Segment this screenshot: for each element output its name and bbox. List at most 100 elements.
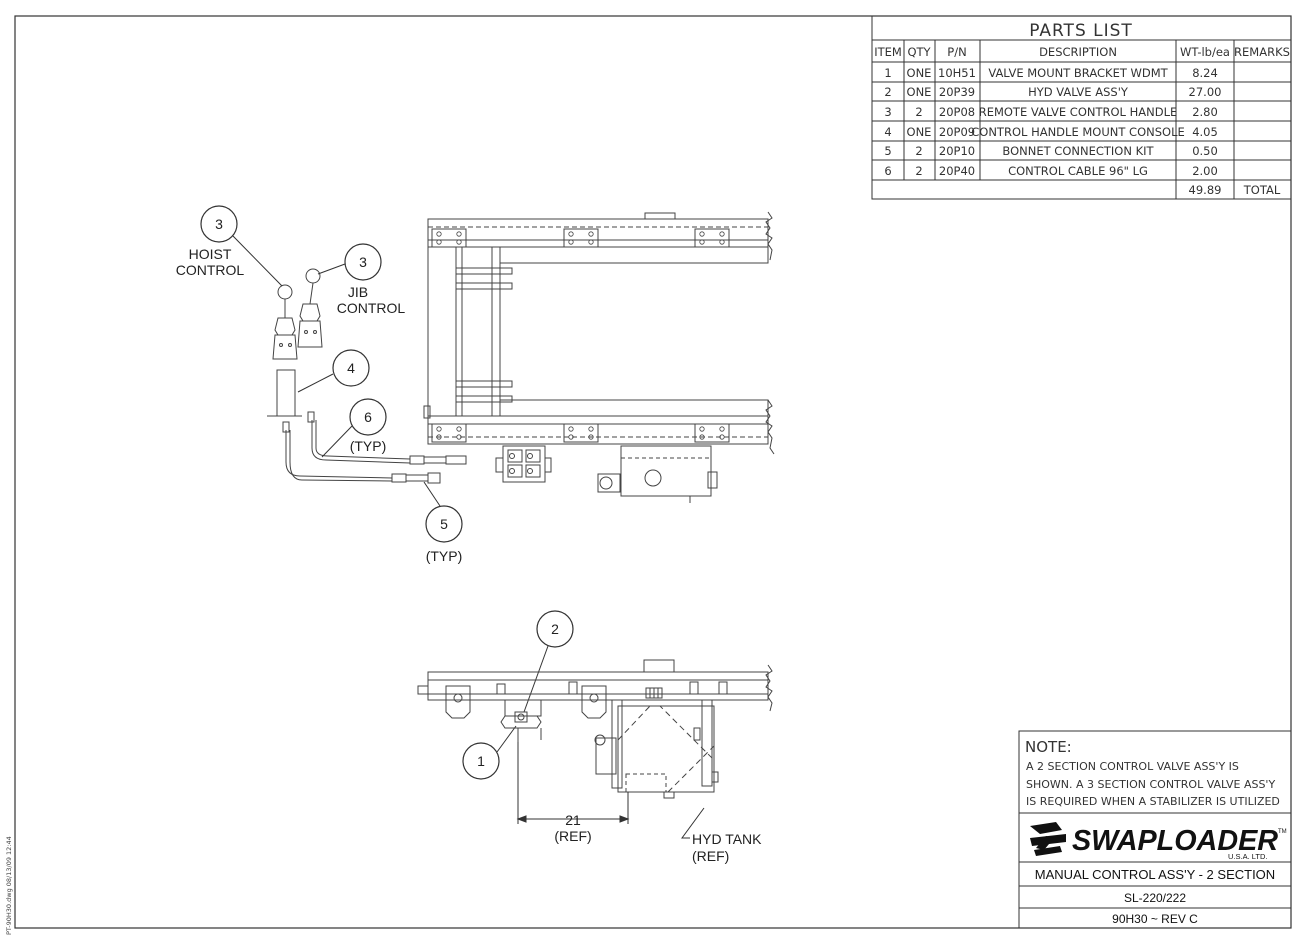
row-6-weight: 2.00 <box>1192 164 1218 178</box>
header-remarks: REMARKS <box>1234 45 1290 59</box>
note-heading: NOTE: <box>1025 738 1072 756</box>
hydraulic-valve-top-view <box>495 445 552 483</box>
row-4-qty: ONE <box>907 125 932 139</box>
row-3-item: 3 <box>884 105 891 119</box>
frame-bolts <box>436 231 725 440</box>
balloon-console <box>332 349 370 387</box>
brand-tm: TM <box>1278 829 1287 835</box>
row-2-qty: ONE <box>907 85 932 99</box>
drawing-number: 90H30 ~ REV C <box>1112 912 1198 926</box>
row-4-pn: 20P09 <box>939 125 975 139</box>
balloon-cable <box>349 398 387 436</box>
control-cables <box>282 411 467 484</box>
cable-number: 6 <box>364 409 372 425</box>
row-6-description: CONTROL CABLE 96" LG <box>1008 164 1148 178</box>
title-block-text: SWAPLOADER TM U.S.A. LTD. MANUAL CONTROL… <box>1035 825 1287 926</box>
row-2-weight: 27.00 <box>1189 85 1222 99</box>
header-qty: QTY <box>907 45 931 59</box>
header-description: DESCRIPTION <box>1039 45 1117 59</box>
row-5-item: 5 <box>884 144 891 158</box>
valve-side-view <box>500 699 542 742</box>
cable-typ: (TYP) <box>350 438 387 454</box>
balloon-bracket <box>462 742 500 780</box>
parts-list-table <box>871 15 1292 200</box>
parts-list-text: PARTS LIST ITEM QTY P/N DESCRIPTION WT-l… <box>874 21 1290 197</box>
total-label: TOTAL <box>1243 183 1281 197</box>
brand-subtitle: U.S.A. LTD. <box>1228 852 1267 861</box>
swaploader-logo-icon <box>1030 822 1066 856</box>
bracket-number: 1 <box>477 753 485 769</box>
row-1-qty: ONE <box>907 66 932 80</box>
row-5-pn: 20P10 <box>939 144 975 158</box>
header-weight: WT-lb/ea <box>1180 45 1230 59</box>
sheet-border <box>14 15 1292 929</box>
row-6-pn: 20P40 <box>939 164 975 178</box>
callout-balloons <box>200 205 574 780</box>
model-number: SL-220/222 <box>1124 891 1186 905</box>
note-text: NOTE: A 2 SECTION CONTROL VALVE ASS'Y IS… <box>1025 738 1280 808</box>
balloon-valve <box>536 610 574 648</box>
file-stamp: PT-90H30.dwg 08/13/09 12:44 <box>5 836 13 935</box>
drawing-title: MANUAL CONTROL ASS'Y - 2 SECTION <box>1035 867 1275 882</box>
row-1-pn: 10H51 <box>938 66 976 80</box>
total-weight: 49.89 <box>1189 183 1222 197</box>
hyd-tank-side-view <box>594 687 719 799</box>
tank-label-2: (REF) <box>692 848 729 864</box>
title-block <box>1018 812 1292 929</box>
row-3-weight: 2.80 <box>1192 105 1218 119</box>
hydraulic-tank-top-view <box>597 445 718 503</box>
frame-top-view <box>423 211 775 455</box>
console-number: 4 <box>347 360 355 376</box>
frame-side-view <box>417 659 773 719</box>
control-console <box>267 369 302 417</box>
row-4-item: 4 <box>884 125 891 139</box>
row-5-weight: 0.50 <box>1192 144 1218 158</box>
row-5-description: BONNET CONNECTION KIT <box>1002 144 1154 158</box>
row-1-description: VALVE MOUNT BRACKET WDMT <box>988 66 1168 80</box>
note-line-3: IS REQUIRED WHEN A STABILIZER IS UTILIZE… <box>1026 795 1280 808</box>
tank-label-1: HYD TANK <box>692 831 762 847</box>
parts-list-title: PARTS LIST <box>1029 21 1133 41</box>
note-line-1: A 2 SECTION CONTROL VALVE ASS'Y IS <box>1026 760 1239 773</box>
row-1-item: 1 <box>884 66 891 80</box>
callout-labels: HOIST CONTROL JIB CONTROL (TYP) (TYP) <box>176 246 463 564</box>
jib-number: 3 <box>359 254 367 270</box>
balloon-bonnet <box>425 505 463 543</box>
bonnet-number: 5 <box>440 516 448 532</box>
header-pn: P/N <box>947 45 966 59</box>
brand-name: SWAPLOADER <box>1072 825 1278 857</box>
hoist-control-handle <box>272 284 298 360</box>
dimension-text: 21 (REF) <box>554 812 591 844</box>
row-3-qty: 2 <box>915 105 922 119</box>
row-2-item: 2 <box>884 85 891 99</box>
note-line-2: SHOWN. A 3 SECTION CONTROL VALVE ASS'Y <box>1026 778 1275 791</box>
jib-label-2: CONTROL <box>337 300 406 316</box>
dimension-21 <box>516 742 630 824</box>
bonnet-typ: (TYP) <box>426 548 463 564</box>
row-5-qty: 2 <box>915 144 922 158</box>
row-1-weight: 8.24 <box>1192 66 1218 80</box>
row-6-qty: 2 <box>915 164 922 178</box>
jib-control-handle <box>297 268 323 348</box>
row-3-description: REMOTE VALVE CONTROL HANDLE <box>979 105 1178 119</box>
hoist-label-2: CONTROL <box>176 262 245 278</box>
tank-label: HYD TANK (REF) <box>692 831 762 864</box>
row-6-item: 6 <box>884 164 891 178</box>
hoist-label-1: HOIST <box>189 246 232 262</box>
hoist-number: 3 <box>215 216 223 232</box>
leader-lines <box>232 235 705 839</box>
row-4-description: CONTROL HANDLE MOUNT CONSOLE <box>971 125 1185 139</box>
jib-label-1: JIB <box>348 284 368 300</box>
row-2-pn: 20P39 <box>939 85 975 99</box>
row-2-description: HYD VALVE ASS'Y <box>1028 85 1129 99</box>
balloon-numbers: 3 3 4 6 5 2 1 <box>215 216 559 769</box>
dimension-value: 21 <box>565 812 581 828</box>
row-4-weight: 4.05 <box>1192 125 1218 139</box>
row-3-pn: 20P08 <box>939 105 975 119</box>
dimension-ref: (REF) <box>554 828 591 844</box>
balloon-hoist <box>200 205 238 243</box>
header-item: ITEM <box>874 45 902 59</box>
valve-number: 2 <box>551 621 559 637</box>
balloon-jib <box>344 243 382 281</box>
